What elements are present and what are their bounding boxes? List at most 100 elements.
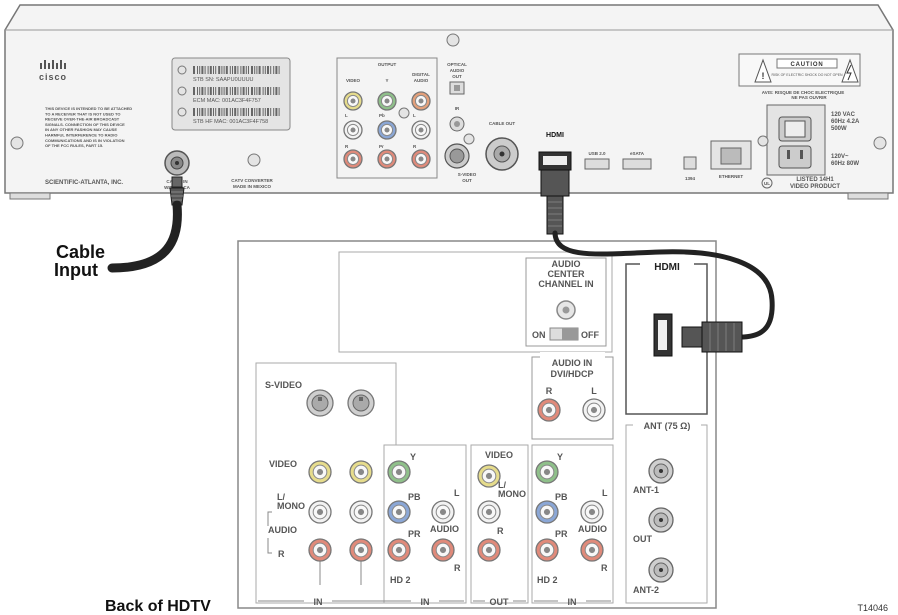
in-label-1: IN — [314, 597, 323, 607]
ant1-connector — [648, 458, 674, 484]
video-out-jack — [343, 91, 363, 111]
audio-l-out-jack — [477, 500, 501, 524]
audio-l-in-jack-2 — [349, 500, 373, 524]
video-in-jack-1 — [308, 460, 332, 484]
ant2-connector — [648, 557, 674, 583]
svideo-jack-1 — [306, 389, 334, 417]
l-label-right: L — [413, 113, 416, 118]
on-label: ON — [532, 330, 546, 340]
dvi-audio-l-jack — [582, 398, 606, 422]
audio-r-label: R — [278, 549, 285, 559]
in-label-2: IN — [421, 597, 430, 607]
hd2b-y-label: Y — [557, 452, 563, 462]
svg-text:!: ! — [762, 71, 765, 81]
ul-listing: LISTED 14H1 — [796, 177, 834, 183]
port-1394 — [683, 156, 697, 170]
hd2-pb-jack — [387, 500, 411, 524]
dvi-audio-r-jack — [537, 398, 561, 422]
video-label: VIDEO — [346, 78, 361, 83]
outlet-rating-2: 60Hz 80W — [831, 161, 859, 167]
ant1-label: ANT-1 — [633, 485, 659, 495]
audio-l-jack-2 — [411, 120, 431, 140]
hd2-label: HD 2 — [390, 575, 411, 585]
barcode-icon — [177, 65, 280, 117]
fcc-notice-line: OF THE FCC RULES, PART 15. — [45, 143, 103, 148]
power-rating: 120 VAC — [831, 112, 856, 118]
output-jacks — [343, 91, 431, 169]
audio-r-out-jack — [343, 149, 363, 169]
hd2-audio-l-jack — [431, 500, 455, 524]
panel-brackets — [258, 561, 611, 602]
optical-label: OPTICAL — [447, 62, 467, 67]
hd2b-audio-label: AUDIO — [578, 524, 607, 534]
hd2-y-jack — [387, 460, 411, 484]
audio-center-label-3: CHANNEL IN — [538, 279, 593, 289]
r-label: R — [345, 144, 349, 149]
stb-sn-text: STB SN: SAAPU0UUUU — [193, 77, 254, 83]
usb-port — [584, 158, 610, 170]
hdmi-label: HDMI — [546, 132, 564, 139]
ant-out-connector — [648, 507, 674, 533]
l-mono-label-2: MONO — [277, 501, 305, 511]
audio-in-label-2: DVI/HDCP — [550, 369, 593, 379]
cable-input-label-2: Input — [54, 260, 98, 280]
manufacturer-label: SCIENTIFIC-ATLANTA, INC. — [45, 180, 123, 186]
svideo-out-label-2: OUT — [462, 178, 472, 183]
pb-label: Pb — [379, 113, 385, 118]
pb-out-jack — [377, 120, 397, 140]
hdtv-jacks — [306, 389, 674, 583]
brand-label: cisco — [39, 72, 67, 82]
video-out-jack — [477, 464, 501, 488]
caution-sub: RISK OF ELECTRIC SHOCK DO NOT OPEN — [771, 73, 843, 77]
audio-in-r-label: R — [546, 386, 553, 396]
out-l-mono-label: L/ — [498, 480, 506, 490]
y-label: Y — [385, 78, 388, 83]
hdmi-cable — [540, 169, 775, 353]
power-rating-3: 500W — [831, 126, 847, 132]
l-mono-label: L/ — [277, 492, 285, 502]
hd2-audio-r-jack — [431, 538, 455, 562]
receiver-foot-right — [847, 192, 889, 200]
hd2b-pr-jack — [535, 538, 559, 562]
video-label: VIDEO — [269, 459, 297, 469]
ant2-label: ANT-2 — [633, 585, 659, 595]
hd2-pb-label: PB — [408, 492, 421, 502]
digital-audio-label-2: AUDIO — [414, 78, 429, 83]
hd2-audio-label: AUDIO — [430, 524, 459, 534]
audio-r-in-jack-1 — [308, 538, 332, 562]
optical-label-2: AUDIO — [450, 68, 465, 73]
output-group-panel — [470, 444, 529, 604]
fcc-notice-line: HARMFUL INTERFERENCE TO RADIO — [45, 133, 118, 138]
cable-input-label: Cable — [56, 242, 105, 262]
fcc-notice-line: IN ANY OTHER FASHION MAY CAUSE — [45, 127, 117, 132]
ecm-mac-text: ECM MAC: 001AC3F4F757 — [193, 98, 261, 104]
r-label-right: R — [413, 144, 417, 149]
hd2b-r-label: R — [601, 563, 608, 573]
hd2-pr-label: PR — [408, 529, 421, 539]
out-l-mono-label-2: MONO — [498, 489, 526, 499]
fcc-notice-line: THIS DEVICE IS INTENDED TO BE ATTACHED — [45, 106, 132, 111]
outlet-rating: 120V~ — [831, 154, 849, 160]
hd2-l-label: L — [454, 488, 460, 498]
esata-port — [622, 158, 652, 170]
hd2b-pr-label: PR — [555, 529, 568, 539]
avis-sub: NE PAS OUVRIR — [791, 95, 827, 100]
pr-label: Pr — [379, 144, 384, 149]
receiver-foot-left — [9, 192, 51, 200]
hd2-y-label: Y — [410, 452, 416, 462]
coax-cable — [107, 176, 185, 273]
power-rating-2: 60Hz 4.2A — [831, 119, 860, 125]
screw-icon — [873, 136, 887, 150]
hd2b-audio-r-jack — [580, 538, 604, 562]
ant-out-label: OUT — [633, 534, 653, 544]
out-r-label: R — [497, 526, 504, 536]
hd2b-pb-label: PB — [555, 492, 568, 502]
usb-label: USB 2.0 — [588, 151, 606, 156]
hdtv-back-panel: AUDIO CENTER CHANNEL IN ON OFF HDMI AUDI… — [237, 240, 717, 609]
warning-icon — [754, 58, 772, 83]
ethernet-label: ETHERNET — [719, 174, 744, 179]
audio-in-label: AUDIO IN — [552, 358, 593, 368]
audio-r-jack-2 — [411, 149, 431, 169]
digital-audio-jack — [411, 91, 431, 111]
